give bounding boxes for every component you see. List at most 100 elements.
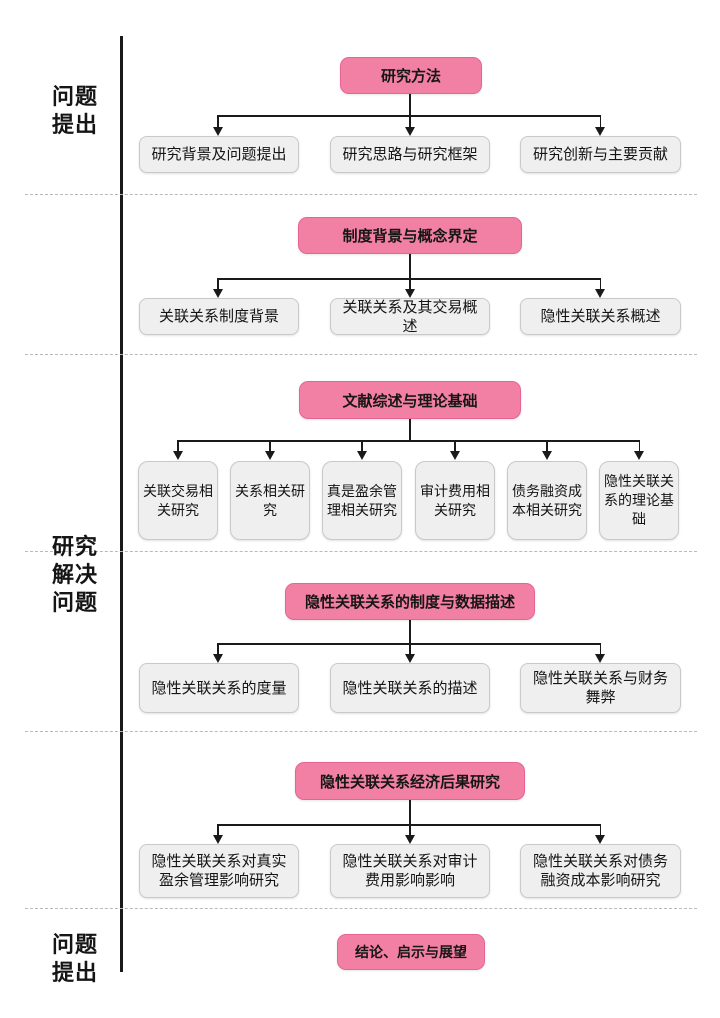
section-2-child-1: 关联关系制度背景 xyxy=(139,298,299,335)
connector-vline xyxy=(177,440,179,452)
connector-hline xyxy=(217,824,601,826)
node-label: 隐性关联关系与财务舞弊 xyxy=(532,670,668,706)
connector-vline xyxy=(361,440,363,452)
node-label: 真是盈余管理相关研究 xyxy=(327,482,397,518)
section-2-header-label: 制度背景与概念界定 xyxy=(342,228,478,245)
section-4-header-label: 隐性关联关系的制度与数据描述 xyxy=(304,594,515,611)
node-label: 研究创新与主要贡献 xyxy=(532,146,668,163)
section-3-child-1: 关联交易相关研究 xyxy=(138,461,218,540)
phase-label-bottom: 问题 提出 xyxy=(28,931,122,987)
node-label: 隐性关联关系对审计费用影响影响 xyxy=(342,853,478,889)
section-3-child-5: 债务融资成本相关研究 xyxy=(507,461,587,540)
connector-vline xyxy=(454,440,456,452)
section-4-child-2: 隐性关联关系的描述 xyxy=(330,663,490,713)
phase-label-line: 提出 xyxy=(51,960,98,985)
arrow-down-icon xyxy=(634,451,644,460)
phase-label-line: 研究 xyxy=(51,534,98,559)
section-5-child-3: 隐性关联关系对债务融资成本影响研究 xyxy=(520,844,681,898)
node-label: 债务融资成本相关研究 xyxy=(512,482,582,518)
connector-vline xyxy=(409,94,411,128)
arrow-down-icon xyxy=(213,835,223,844)
connector-vline xyxy=(409,620,411,655)
connector-hline xyxy=(177,440,640,442)
section-5-header-label: 隐性关联关系经济后果研究 xyxy=(319,773,500,791)
section-1-header: 研究方法 xyxy=(340,57,482,94)
phase-label-line: 提出 xyxy=(51,112,98,137)
connector-vline xyxy=(409,800,411,836)
arrow-down-icon xyxy=(357,451,367,460)
arrow-down-icon xyxy=(595,127,605,136)
phase-label-line: 问题 xyxy=(51,84,98,109)
section-3-child-3: 真是盈余管理相关研究 xyxy=(322,461,402,540)
arrow-down-icon xyxy=(213,127,223,136)
section-3-header: 文献综述与理论基础 xyxy=(299,381,521,419)
phase-axis-line xyxy=(120,36,123,972)
node-label: 关联交易相关研究 xyxy=(143,482,213,518)
node-label: 隐性关联关系概述 xyxy=(540,308,661,325)
section-2-child-2: 关联关系及其交易概述 xyxy=(330,298,490,335)
connector-vline xyxy=(599,824,601,836)
connector-vline xyxy=(217,824,219,836)
section-3-header-label: 文献综述与理论基础 xyxy=(342,392,478,410)
section-4-child-3: 隐性关联关系与财务舞弊 xyxy=(520,663,681,713)
connector-vline xyxy=(269,440,271,452)
section-2-child-3: 隐性关联关系概述 xyxy=(520,298,681,335)
arrow-down-icon xyxy=(213,654,223,663)
phase-label-top: 问题 提出 xyxy=(28,83,122,139)
section-separator xyxy=(25,194,697,195)
phase-label-line: 解决 xyxy=(51,562,98,587)
arrow-down-icon xyxy=(595,654,605,663)
node-label: 关系相关研究 xyxy=(235,482,305,518)
section-3-child-2: 关系相关研究 xyxy=(230,461,310,540)
node-label: 隐性关联关系对真实盈余管理影响研究 xyxy=(151,853,287,889)
node-label: 隐性关联关系的描述 xyxy=(342,679,478,697)
node-label: 关联关系及其交易概述 xyxy=(342,298,478,335)
arrow-down-icon xyxy=(173,451,183,460)
connector-hline xyxy=(217,115,601,117)
node-label: 研究思路与研究框架 xyxy=(342,146,478,163)
section-3-child-4: 审计费用相关研究 xyxy=(415,461,495,540)
section-5-child-2: 隐性关联关系对审计费用影响影响 xyxy=(330,844,490,898)
connector-vline xyxy=(409,419,411,440)
connector-vline xyxy=(599,278,601,290)
arrow-down-icon xyxy=(405,654,415,663)
connector-vline xyxy=(217,643,219,655)
section-3-child-6: 隐性关联关系的理论基础 xyxy=(599,461,679,540)
section-1-child-1: 研究背景及问题提出 xyxy=(139,136,299,173)
arrow-down-icon xyxy=(595,289,605,298)
phase-label-middle: 研究 解决 问题 xyxy=(28,533,122,617)
node-label: 审计费用相关研究 xyxy=(420,482,490,518)
arrow-down-icon xyxy=(405,127,415,136)
section-4-header: 隐性关联关系的制度与数据描述 xyxy=(285,583,535,620)
node-label: 隐性关联关系的度量 xyxy=(151,679,287,697)
arrow-down-icon xyxy=(265,451,275,460)
section-4-child-1: 隐性关联关系的度量 xyxy=(139,663,299,713)
phase-label-line: 问题 xyxy=(51,590,98,615)
connector-vline xyxy=(599,115,601,128)
section-5-child-1: 隐性关联关系对真实盈余管理影响研究 xyxy=(139,844,299,898)
arrow-down-icon xyxy=(405,289,415,298)
arrow-down-icon xyxy=(405,835,415,844)
arrow-down-icon xyxy=(542,451,552,460)
arrow-down-icon xyxy=(213,289,223,298)
connector-vline xyxy=(638,440,640,452)
node-label: 隐性关联关系对债务融资成本影响研究 xyxy=(532,853,668,889)
section-separator xyxy=(25,731,697,732)
connector-hline xyxy=(217,643,601,645)
connector-vline xyxy=(409,254,411,290)
section-6-header: 结论、启示与展望 xyxy=(337,934,485,970)
section-1-child-3: 研究创新与主要贡献 xyxy=(520,136,681,173)
section-separator xyxy=(25,551,697,552)
section-6-header-label: 结论、启示与展望 xyxy=(355,944,467,960)
connector-vline xyxy=(599,643,601,655)
node-label: 隐性关联关系的理论基础 xyxy=(604,473,674,527)
connector-hline xyxy=(217,278,601,280)
node-label: 研究背景及问题提出 xyxy=(151,146,287,163)
section-separator xyxy=(25,908,697,909)
phase-label-line: 问题 xyxy=(51,932,98,957)
connector-vline xyxy=(217,115,219,128)
section-separator xyxy=(25,354,697,355)
section-2-header: 制度背景与概念界定 xyxy=(298,217,522,254)
node-label: 关联关系制度背景 xyxy=(158,308,279,325)
